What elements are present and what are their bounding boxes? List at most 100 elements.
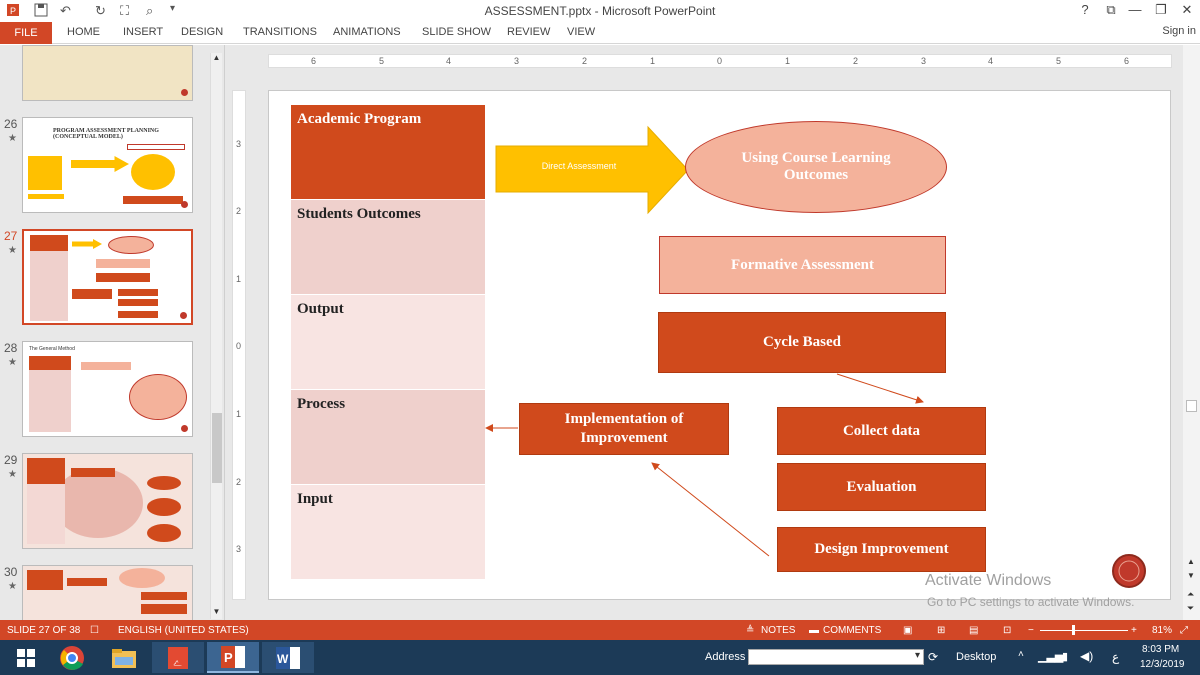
scroll-down-icon[interactable]: ▼ — [1187, 571, 1195, 580]
redo-icon[interactable]: ↻ — [95, 3, 106, 18]
slide-thumbnail-26[interactable]: PROGRAM ASSESSMENT PLANNING (CONCEPTUAL … — [22, 117, 193, 213]
minimize-button[interactable]: — — [1128, 2, 1142, 17]
spelling-icon[interactable]: ☐ — [90, 625, 99, 636]
tab-design[interactable]: DESIGN — [181, 26, 224, 38]
slide-thumbnail-30[interactable] — [22, 565, 193, 621]
direct-assessment-arrow[interactable] — [495, 125, 691, 215]
tab-file[interactable]: FILE — [0, 22, 52, 44]
zoom-slider-thumb[interactable] — [1072, 625, 1075, 635]
students-outcomes-cell[interactable]: Students Outcomes — [291, 200, 485, 294]
close-button[interactable]: ✕ — [1181, 2, 1193, 17]
scroll-down-icon[interactable]: ▼ — [212, 607, 221, 616]
slide-counter: SLIDE 27 OF 38 — [7, 625, 81, 636]
slide-show-icon[interactable]: ⊡ — [1003, 625, 1012, 636]
using-course-ellipse[interactable]: Using Course Learning Outcomes — [685, 121, 947, 213]
address-input[interactable]: ▾ — [748, 649, 924, 665]
tab-view[interactable]: VIEW — [567, 26, 596, 38]
address-dropdown-icon[interactable]: ▾ — [914, 650, 920, 661]
start-from-beginning-icon[interactable]: ⛶ — [120, 3, 130, 18]
normal-view-icon[interactable]: ▣ — [903, 625, 913, 636]
help-button[interactable]: ? — [1081, 2, 1089, 17]
slide-thumbnail-29[interactable] — [22, 453, 193, 549]
ruler-label: 1 — [236, 274, 242, 284]
notes-button[interactable]: NOTES — [761, 625, 796, 636]
clock-time[interactable]: 8:03 PM — [1142, 644, 1180, 655]
tab-insert[interactable]: INSERT — [123, 26, 164, 38]
academic-program-cell[interactable]: Academic Program — [291, 105, 485, 199]
title-bar: P ↶ ↻ ⛶ ⌕ ▾ ASSESSMENT.pptx - Microsoft … — [0, 0, 1200, 22]
thumbnail-title: The General Method — [29, 346, 75, 352]
slide-scrollbar[interactable]: ▲ ▼ ⏶ ⏷ — [1183, 45, 1200, 621]
save-icon[interactable] — [34, 3, 48, 20]
volume-icon[interactable]: ◀) — [1080, 649, 1094, 663]
sign-in-link[interactable]: Sign in — [1162, 25, 1196, 37]
scrollbar-thumb[interactable] — [212, 413, 222, 483]
start-button[interactable] — [0, 642, 52, 673]
input-language[interactable]: ع — [1112, 650, 1120, 664]
chrome-icon — [60, 645, 84, 670]
design-improvement-box[interactable]: Design Improvement — [777, 527, 986, 572]
animation-star-icon: ★ — [8, 581, 17, 592]
output-cell[interactable]: Output — [291, 295, 485, 389]
zoom-slider[interactable] — [1040, 630, 1128, 631]
previous-slide-icon[interactable]: ⏶ — [1187, 589, 1195, 599]
ruler-label: 5 — [1056, 56, 1062, 66]
activate-windows-message: Go to PC settings to activate Windows. — [927, 595, 1135, 609]
tab-animations[interactable]: ANIMATIONS — [333, 26, 401, 38]
formative-assessment-box[interactable]: Formative Assessment — [659, 236, 946, 294]
fit-slide-icon[interactable]: ⤢ — [1180, 625, 1188, 636]
comments-button[interactable]: COMMENTS — [823, 625, 882, 636]
slide-thumbnail-28[interactable]: The General Method — [22, 341, 193, 437]
scroll-up-icon[interactable]: ▲ — [1187, 557, 1195, 566]
customize-quick-access-icon[interactable]: ▾ — [170, 3, 176, 14]
restore-button[interactable]: ❐ — [1155, 2, 1167, 17]
cycle-based-box[interactable]: Cycle Based — [658, 312, 946, 373]
zoom-level[interactable]: 81% — [1152, 625, 1173, 636]
window-title: ASSESSMENT.pptx - Microsoft PowerPoint — [484, 4, 716, 18]
word-taskbar-button[interactable]: W — [262, 642, 314, 673]
scrollbar-thumb[interactable] — [1186, 400, 1197, 412]
acrobat-taskbar-button[interactable]: ﮮ — [152, 642, 204, 673]
notes-icon[interactable]: ≜ — [746, 625, 755, 636]
ribbon-display-options-icon[interactable]: ⧉ — [1106, 2, 1116, 17]
slide-thumbnail-25[interactable] — [22, 45, 193, 101]
collect-data-box[interactable]: Collect data — [777, 407, 986, 455]
ribbon-tabs: FILE HOME INSERT DESIGN TRANSITIONS ANIM… — [0, 22, 1200, 44]
svg-text:P: P — [224, 650, 233, 665]
battery-icon[interactable]: ▮ — [1062, 651, 1069, 663]
scroll-up-icon[interactable]: ▲ — [212, 53, 221, 62]
thumbnail-scrollbar[interactable]: ▲ ▼ — [210, 53, 222, 619]
powerpoint-icon[interactable]: P — [6, 3, 20, 20]
desktop-toolbar-label[interactable]: Desktop — [956, 651, 997, 663]
undo-icon[interactable]: ↶ — [60, 3, 71, 18]
thumbnail-number: 30 — [4, 565, 18, 579]
file-explorer-taskbar-button[interactable] — [98, 642, 150, 673]
zoom-in-icon[interactable]: + — [1131, 625, 1137, 636]
clock-date[interactable]: 12/3/2019 — [1140, 659, 1185, 670]
evaluation-box[interactable]: Evaluation — [777, 463, 986, 511]
refresh-icon[interactable]: ⟳ — [928, 650, 939, 664]
network-icon[interactable]: ▁▃▅ — [1038, 651, 1064, 663]
next-slide-icon[interactable]: ⏷ — [1187, 603, 1195, 613]
folder-icon — [112, 648, 136, 668]
slide-canvas[interactable]: Academic Program Students Outcomes Outpu… — [268, 90, 1171, 600]
zoom-out-icon[interactable]: − — [1028, 625, 1034, 636]
process-cell[interactable]: Process — [291, 390, 485, 484]
tab-review[interactable]: REVIEW — [507, 26, 551, 38]
language-label[interactable]: ENGLISH (UNITED STATES) — [118, 625, 249, 636]
slide-sorter-icon[interactable]: ⊞ — [937, 625, 946, 636]
chrome-taskbar-button[interactable] — [46, 642, 98, 673]
tab-slide-show[interactable]: SLIDE SHOW — [422, 26, 492, 38]
windows-logo-icon — [17, 648, 35, 667]
ruler-label: 2 — [582, 56, 588, 66]
comments-icon[interactable]: ▬ — [809, 625, 819, 636]
input-cell[interactable]: Input — [291, 485, 485, 579]
print-preview-icon[interactable]: ⌕ — [146, 3, 154, 18]
reading-view-icon[interactable]: ▤ — [969, 625, 979, 636]
implementation-box[interactable]: Implementation of Improvement — [519, 403, 729, 455]
show-hidden-icons-icon[interactable]: ˄ — [1018, 649, 1024, 660]
tab-transitions[interactable]: TRANSITIONS — [243, 26, 317, 38]
powerpoint-taskbar-button[interactable]: P — [207, 642, 259, 673]
slide-thumbnail-27[interactable] — [22, 229, 193, 325]
tab-home[interactable]: HOME — [67, 26, 100, 38]
